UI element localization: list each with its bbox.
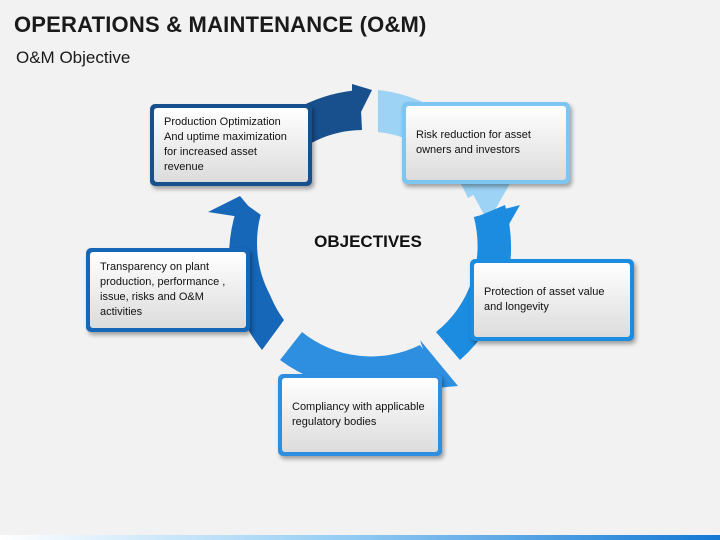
objective-line: And uptime maximization [164,131,287,143]
bottom-accent-bar [0,535,720,540]
ring-hole [257,133,477,353]
ring-arrow-light [468,180,512,222]
ring-arrow-right [470,205,520,240]
objective-box-compliancy-text: Compliancy with applicable regulatory bo… [282,378,438,452]
objective-line: Transparency on plant [100,261,210,273]
objective-line: production, performance , [100,276,226,288]
objective-box-production-text: Production Optimization And uptime maxim… [154,108,308,182]
objective-line: regulatory bodies [292,416,377,428]
page-subtitle: O&M Objective [16,48,131,67]
page-title: OPERATIONS & MAINTENANCE (O&M) [14,12,427,37]
objective-line: for increased asset revenue [164,146,257,173]
objective-line: issue, risks and O&M [100,291,204,303]
objective-line: Compliancy with applicable [292,401,425,413]
objective-box-compliancy: Compliancy with applicable regulatory bo… [278,374,442,456]
objective-line: Risk reduction for asset [416,129,531,141]
ring-arrow-left [208,196,260,220]
objective-box-risk-text: Risk reduction for asset owners and inve… [406,106,566,180]
objective-line: owners and investors [416,144,520,156]
objective-line: activities [100,306,143,318]
objective-box-transparency: Transparency on plant production, perfor… [86,248,250,332]
ring-arrow-dark [352,84,372,130]
objective-box-protection-text: Protection of asset value and longevity [474,263,630,337]
center-objectives-label: OBJECTIVES [314,232,422,251]
objective-line: Production Optimization [164,116,281,128]
ring-arrow-bottom [420,340,458,388]
objective-box-protection: Protection of asset value and longevity [470,259,634,341]
objective-line: and longevity [484,301,549,313]
objective-box-production: Production Optimization And uptime maxim… [150,104,312,186]
objective-box-risk: Risk reduction for asset owners and inve… [402,102,570,184]
objective-box-transparency-text: Transparency on plant production, perfor… [90,252,246,328]
objective-line: Protection of asset value [484,286,605,298]
